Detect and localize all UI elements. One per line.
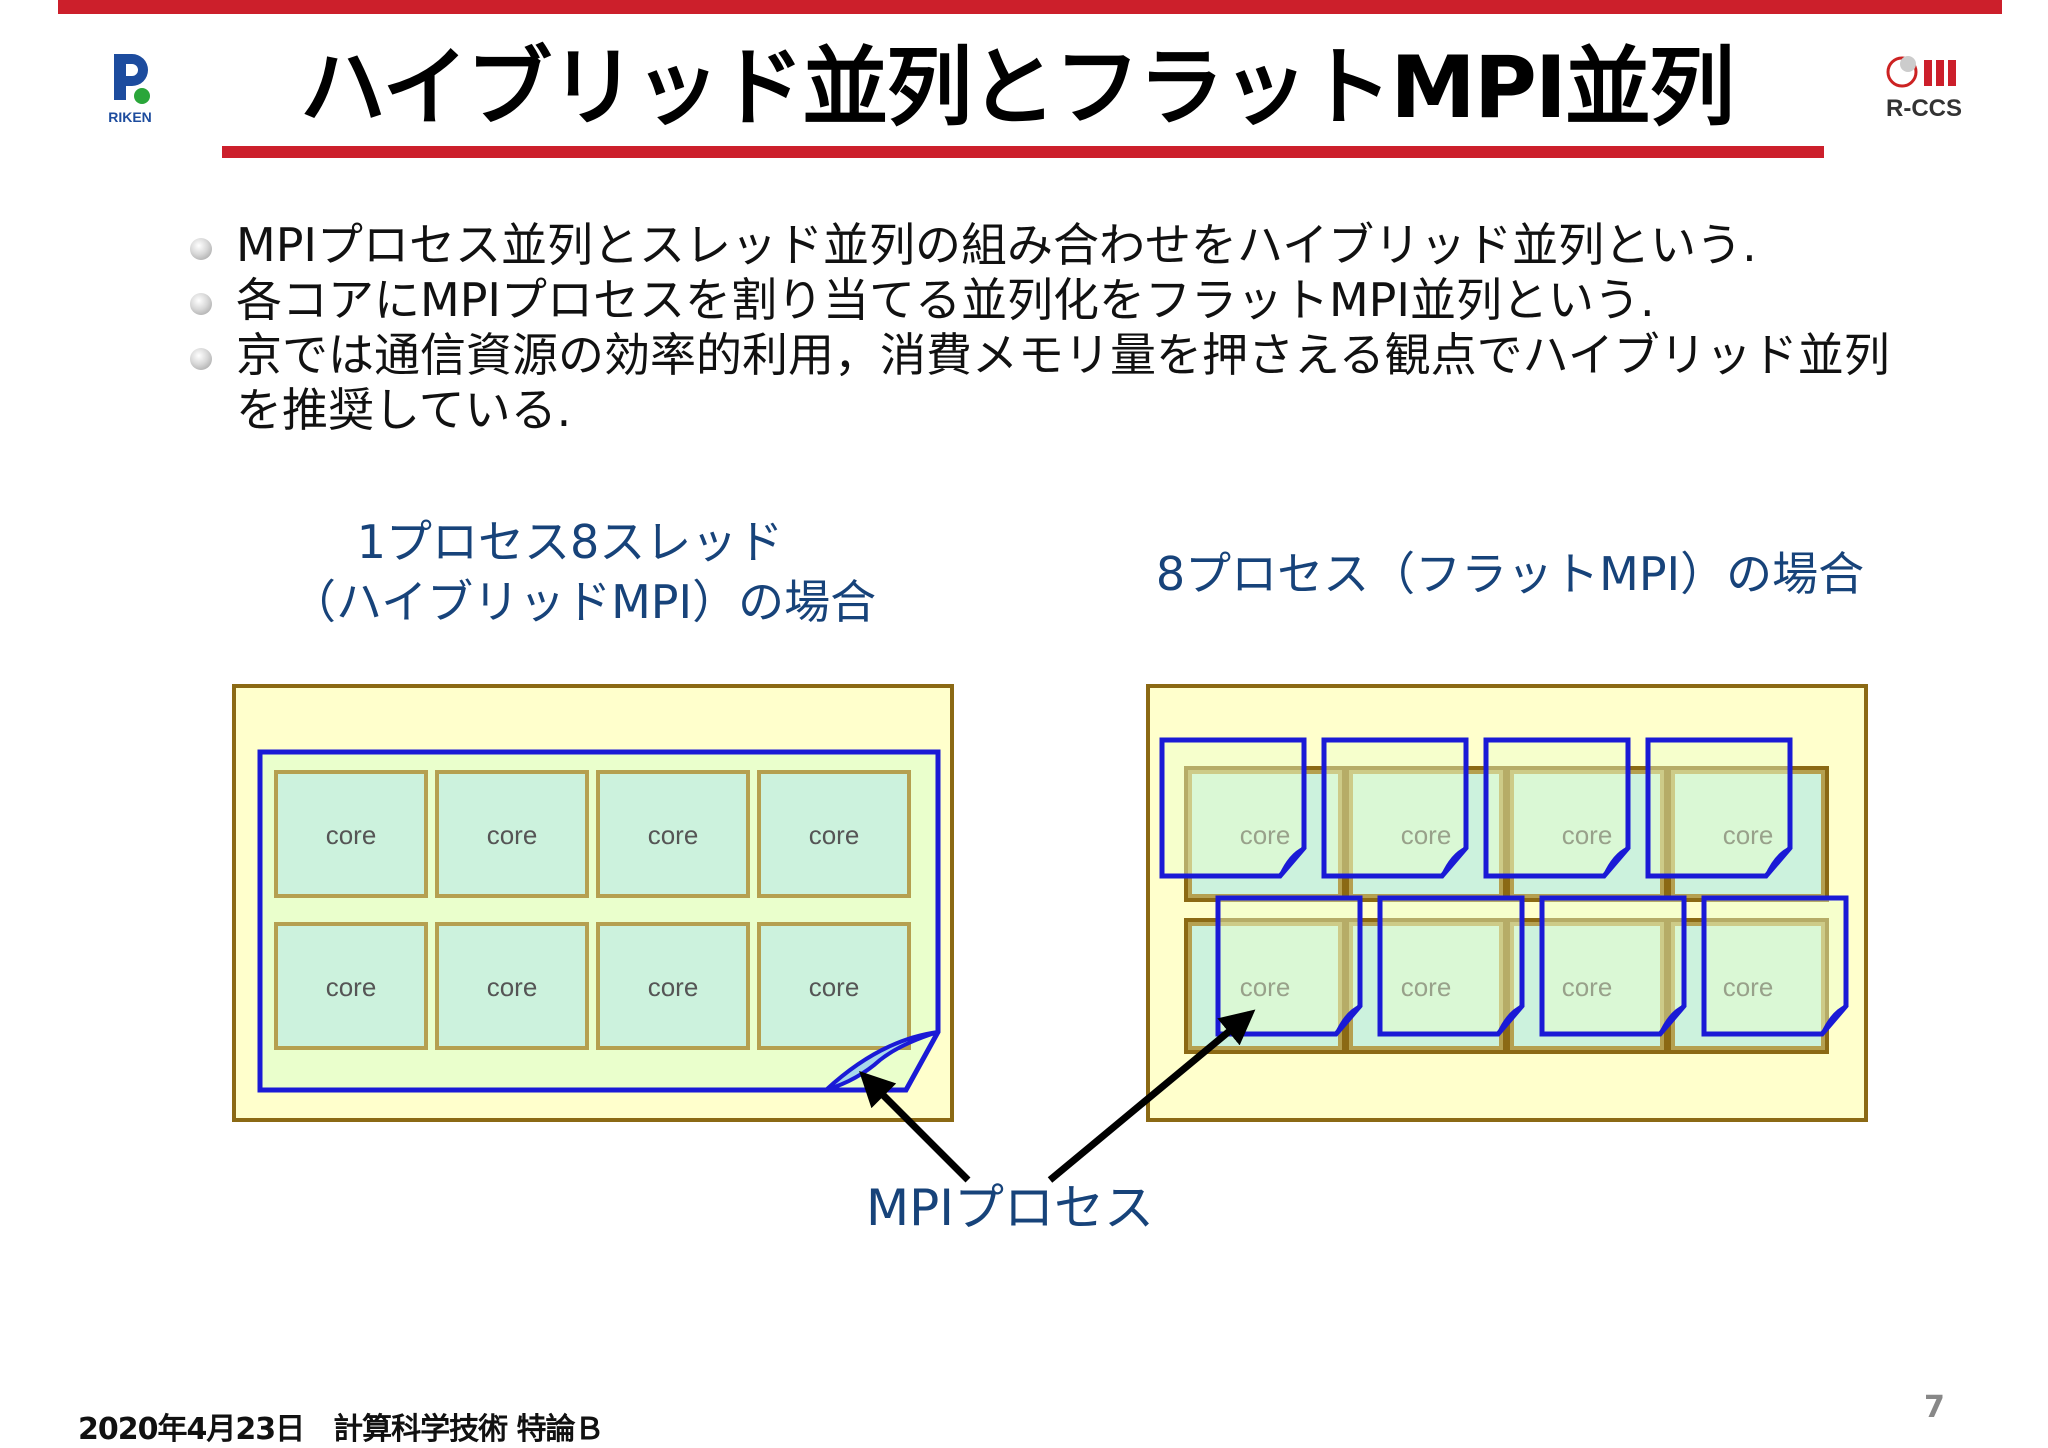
core-label: core xyxy=(1240,972,1291,1002)
mpi-process-corner-fold xyxy=(1602,846,1629,877)
mpi-process-sheet xyxy=(1645,737,1793,879)
bullet-list: MPIプロセス並列とスレッド並列の組み合わせをハイブリッド並列という. 各コアに… xyxy=(190,218,1890,438)
core-box xyxy=(757,922,911,1050)
mpi-process-sheet xyxy=(1701,895,1849,1037)
core-label: core xyxy=(1723,972,1774,1002)
core-box xyxy=(757,770,911,898)
riken-logo-text: RIKEN xyxy=(108,109,152,125)
mpi-process-corner-fold xyxy=(1820,1004,1847,1035)
riken-logo: RIKEN xyxy=(108,54,152,125)
title-underline xyxy=(222,146,1824,158)
core-box xyxy=(1510,922,1664,1050)
footer-text: 2020年4月23日 計算科学技術 特論Ｂ xyxy=(78,1412,605,1447)
core-label: core xyxy=(1401,972,1452,1002)
right-heading: 8プロセス（フラットMPI）の場合 xyxy=(1155,547,1865,601)
core-label: core xyxy=(326,820,377,850)
page-number: 7 xyxy=(1924,1390,1945,1425)
bullet-dot-icon xyxy=(190,348,212,370)
bullet-item: 各コアにMPIプロセスを割り当てる並列化をフラットMPI並列という. xyxy=(190,273,1890,328)
arrow-to-right-process xyxy=(1047,1009,1256,1183)
bullet-text: 京では通信資源の効率的利用，消費メモリ量を押さえる観点でハイブリッド並列を推奨し… xyxy=(236,328,1890,437)
bullet-item: 京では通信資源の効率的利用，消費メモリ量を押さえる観点でハイブリッド並列を推奨し… xyxy=(190,328,1896,438)
bullet-text: 各コアにMPIプロセスを割り当てる並列化をフラットMPI並列という. xyxy=(236,273,1655,327)
left-heading: 1プロセス8スレッド （ハイブリッドMPI）の場合 xyxy=(290,512,877,632)
core-label: core xyxy=(648,820,699,850)
mpi-process-corner-fold xyxy=(1764,846,1791,877)
core-label: core xyxy=(809,972,860,1002)
left-heading-line-2: （ハイブリッドMPI）の場合 xyxy=(290,575,877,629)
left-core-grid: core core core core core core core core xyxy=(274,770,911,1050)
core-label: core xyxy=(1240,820,1291,850)
mpi-process-sheet xyxy=(1539,895,1687,1037)
mpi-process-corner-fold xyxy=(1440,846,1467,877)
core-box xyxy=(1349,922,1503,1050)
core-box xyxy=(274,770,428,898)
mpi-process-sheet xyxy=(1159,737,1307,879)
mpi-process-corner-fold xyxy=(1496,1004,1523,1035)
rccs-logo: R-CCS xyxy=(1886,56,1962,122)
core-label: core xyxy=(809,820,860,850)
bullet-text: MPIプロセス並列とスレッド並列の組み合わせをハイブリッド並列という. xyxy=(236,218,1757,272)
core-box xyxy=(435,770,589,898)
core-label: core xyxy=(648,972,699,1002)
mpi-process-label: MPIプロセス xyxy=(865,1179,1155,1237)
mpi-process-sheet xyxy=(1483,737,1631,879)
core-label: core xyxy=(487,820,538,850)
rccs-logo-text: R-CCS xyxy=(1886,95,1962,122)
slide-title: ハイブリッド並列とフラットMPI並列 xyxy=(300,38,1735,138)
right-core-grid: core core core core core core core core xyxy=(1159,737,1849,1054)
mpi-process-sheet xyxy=(1377,895,1525,1037)
core-box xyxy=(274,922,428,1050)
mpi-process-sheet xyxy=(1215,895,1363,1037)
mpi-process-corner-fold xyxy=(1334,1004,1361,1035)
core-label: core xyxy=(1723,820,1774,850)
core-label: core xyxy=(487,972,538,1002)
core-label: core xyxy=(1562,972,1613,1002)
bullet-dot-icon xyxy=(190,238,212,260)
core-box xyxy=(1188,922,1342,1050)
bullet-item: MPIプロセス並列とスレッド並列の組み合わせをハイブリッド並列という. xyxy=(190,218,1890,273)
core-label: core xyxy=(1562,820,1613,850)
left-heading-line-1: 1プロセス8スレッド xyxy=(356,515,784,569)
core-label: core xyxy=(326,972,377,1002)
core-label: core xyxy=(1401,820,1452,850)
bullet-dot-icon xyxy=(190,293,212,315)
core-box xyxy=(596,770,750,898)
top-accent-bar xyxy=(58,0,2002,14)
mpi-process-corner-fold xyxy=(1658,1004,1685,1035)
core-box xyxy=(1671,922,1825,1050)
mpi-process-sheet xyxy=(1321,737,1469,879)
mpi-process-corner-fold xyxy=(1278,846,1305,877)
core-box xyxy=(435,922,589,1050)
arrow-to-left-process xyxy=(859,1071,971,1183)
core-box xyxy=(596,922,750,1050)
